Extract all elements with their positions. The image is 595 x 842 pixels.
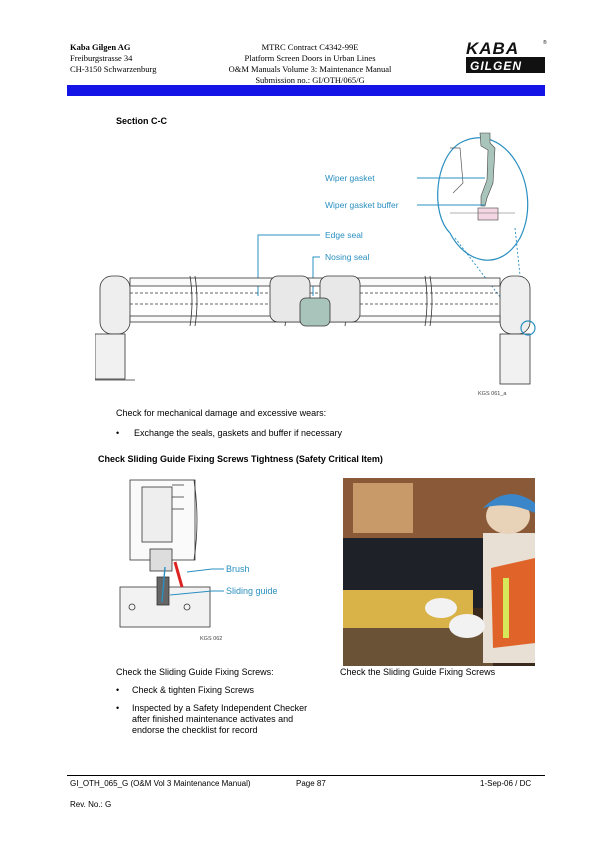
kaba-gilgen-logo: KABA ® GILGEN [466, 39, 547, 73]
exchange-bullet-text: Exchange the seals, gaskets and buffer i… [134, 428, 342, 438]
header-accent-bar [67, 85, 545, 96]
sliding-guide-heading: Check Sliding Guide Fixing Screws Tightn… [98, 454, 383, 464]
bullet-inspected-text: Inspected by a Safety Independent Checke… [132, 703, 308, 735]
bullet-inspected: • Inspected by a Safety Independent Chec… [116, 703, 316, 736]
maintenance-photo [343, 478, 535, 666]
label-nosing-seal: Nosing seal [325, 252, 370, 262]
svg-text:®: ® [543, 39, 547, 46]
section-title: Section C-C [116, 116, 168, 126]
company-name: Kaba Gilgen AG [70, 42, 131, 52]
logo-top-text: KABA [466, 39, 519, 58]
footer-date: 1-Sep-06 / DC [480, 779, 532, 788]
sliding-guide-diagram: Brush Sliding guide KGS 062 [119, 479, 278, 642]
label-edge-seal: Edge seal [325, 230, 363, 240]
bullet-tighten: • Check & tighten Fixing Screws [116, 685, 255, 695]
check-instruction: Check for mechanical damage and excessiv… [116, 408, 327, 418]
company-address: Kaba Gilgen AG Freiburgstrasse 34 CH-315… [70, 42, 156, 75]
photo-caption: Check the Sliding Guide Fixing Screws [340, 667, 496, 677]
exchange-bullet: • Exchange the seals, gaskets and buffer… [116, 428, 342, 438]
figure-ref-061: KGS 061_a [478, 391, 507, 397]
submission-line: Submission no.: GI/OTH/065/G [255, 75, 365, 85]
address-line-1: Freiburgstrasse 34 [70, 53, 133, 63]
label-brush: Brush [226, 564, 250, 574]
manual-line: O&M Manuals Volume 3: Maintenance Manual [228, 64, 392, 74]
label-sliding-guide: Sliding guide [226, 586, 278, 596]
section-cc-diagram: Wiper gasket Wiper gasket buffer Edge se… [95, 132, 536, 397]
figure-ref-062: KGS 062 [200, 636, 222, 642]
contract-line: MTRC Contract C4342-99E [261, 42, 359, 52]
logo-bottom-text: GILGEN [470, 59, 522, 73]
caption-left: Check the Sliding Guide Fixing Screws: [116, 667, 274, 677]
footer-revision: Rev. No.: G [70, 800, 112, 809]
footer-rule [67, 775, 545, 776]
project-line: Platform Screen Doors in Urban Lines [244, 53, 376, 63]
label-wiper-gasket-buffer: Wiper gasket buffer [325, 200, 399, 210]
footer-page-number: Page 87 [296, 779, 326, 788]
label-wiper-gasket: Wiper gasket [325, 173, 375, 183]
footer-doc-id: GI_OTH_065_G (O&M Vol 3 Maintenance Manu… [70, 779, 251, 788]
bullet-tighten-text: Check & tighten Fixing Screws [132, 685, 255, 695]
address-line-2: CH-3150 Schwarzenburg [70, 64, 157, 74]
door-cross-section [95, 275, 531, 385]
document-info: MTRC Contract C4342-99E Platform Screen … [205, 42, 415, 86]
